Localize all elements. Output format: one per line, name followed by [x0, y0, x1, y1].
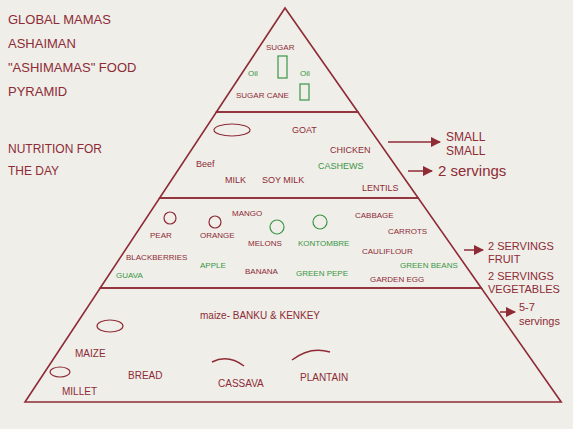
tier-band [25, 288, 561, 402]
food-item: GREEN PEPE [296, 270, 348, 279]
title: GLOBAL MAMAS ASHAIMAN "ASHIMAMAS" FOOD P… [8, 8, 158, 104]
food-item: APPLE [200, 262, 226, 271]
oil-bottle [300, 84, 309, 100]
bowl-drawing [97, 320, 123, 332]
pyramid-tier: BeefMILK SOY MILK GOAT CHICKEN CASHEWS LENTIL… [159, 112, 419, 198]
serving-note: SMALL SMALL [446, 130, 516, 158]
food-item: LENTILS [362, 184, 399, 194]
food-item: CHICKEN [330, 146, 371, 156]
food-item: CARROTS [388, 228, 427, 237]
food-item: GARDEN EGG [370, 276, 424, 285]
food-item: KONTOMBRE [298, 240, 349, 249]
food-item: BREAD [128, 370, 162, 381]
cassava-drawing [212, 359, 244, 366]
food-item: maize- BANKU & KENKEY [200, 310, 320, 321]
food-item: CASSAVA [218, 378, 264, 389]
food-item: MANGO [232, 210, 262, 219]
food-item: CASHEWS [318, 162, 364, 172]
serving-arrow [500, 311, 515, 313]
food-item: Oil [248, 70, 258, 79]
food-item: CAULIFLOUR [362, 248, 413, 257]
food-item: BANANA [245, 268, 278, 277]
pyramid-tier: SUGAR Oil OilSUGAR CANE [216, 8, 358, 112]
pyramid-tier: PEAR BLACKBERRIES GUAVA MANGO ORANGE MELONS AP… [100, 198, 482, 288]
serving-note: 2 SERVINGS FRUIT [488, 240, 568, 266]
oil-bottle [278, 56, 287, 78]
fruit-drawing [209, 216, 221, 228]
tier-band [100, 198, 481, 288]
food-item: GUAVA [116, 272, 143, 281]
tier-outline [100, 198, 482, 288]
pyramid-tier: MAIZE BREAD MILLET maize- BANKU & KENKEY CAS… [24, 288, 562, 402]
food-item: BLACKBERRIES [126, 254, 187, 263]
fruit-drawing [270, 220, 284, 234]
food-item: SOY MILK [262, 176, 304, 186]
tier-outline [24, 288, 562, 402]
food-item: Beef [196, 160, 215, 170]
fish-drawing [214, 124, 250, 136]
fruit-drawing [164, 212, 176, 224]
food-item: MAIZE [75, 348, 106, 359]
food-item: Oil [300, 70, 310, 79]
tier-band [216, 8, 358, 112]
serving-arrow [408, 170, 432, 172]
vegetable-drawing [313, 215, 327, 229]
plantain-drawing [292, 350, 330, 360]
serving-note: 2 SERVINGS VEGETABLES [488, 270, 568, 296]
serving-note: 2 servings [438, 162, 548, 180]
tier-band [160, 112, 419, 198]
food-item: GREEN BEANS [400, 262, 458, 271]
food-item: SUGAR CANE [236, 92, 289, 101]
food-item: MELONS [248, 240, 282, 249]
food-item: SUGAR [266, 44, 294, 53]
serving-arrow [388, 141, 440, 143]
food-item: PLANTAIN [300, 372, 348, 383]
food-item: MILLET [62, 386, 97, 397]
serving-arrow [464, 249, 483, 251]
food-item: MILK [225, 176, 246, 186]
food-item: PEAR [150, 232, 172, 241]
food-item: ORANGE [200, 232, 235, 241]
food-item: CABBAGE [355, 212, 394, 221]
subtitle: NUTRITION FOR THE DAY [8, 138, 128, 182]
food-item: GOAT [292, 126, 317, 136]
bowl-drawing [50, 367, 70, 377]
serving-note: 5-7 servings [519, 300, 567, 328]
